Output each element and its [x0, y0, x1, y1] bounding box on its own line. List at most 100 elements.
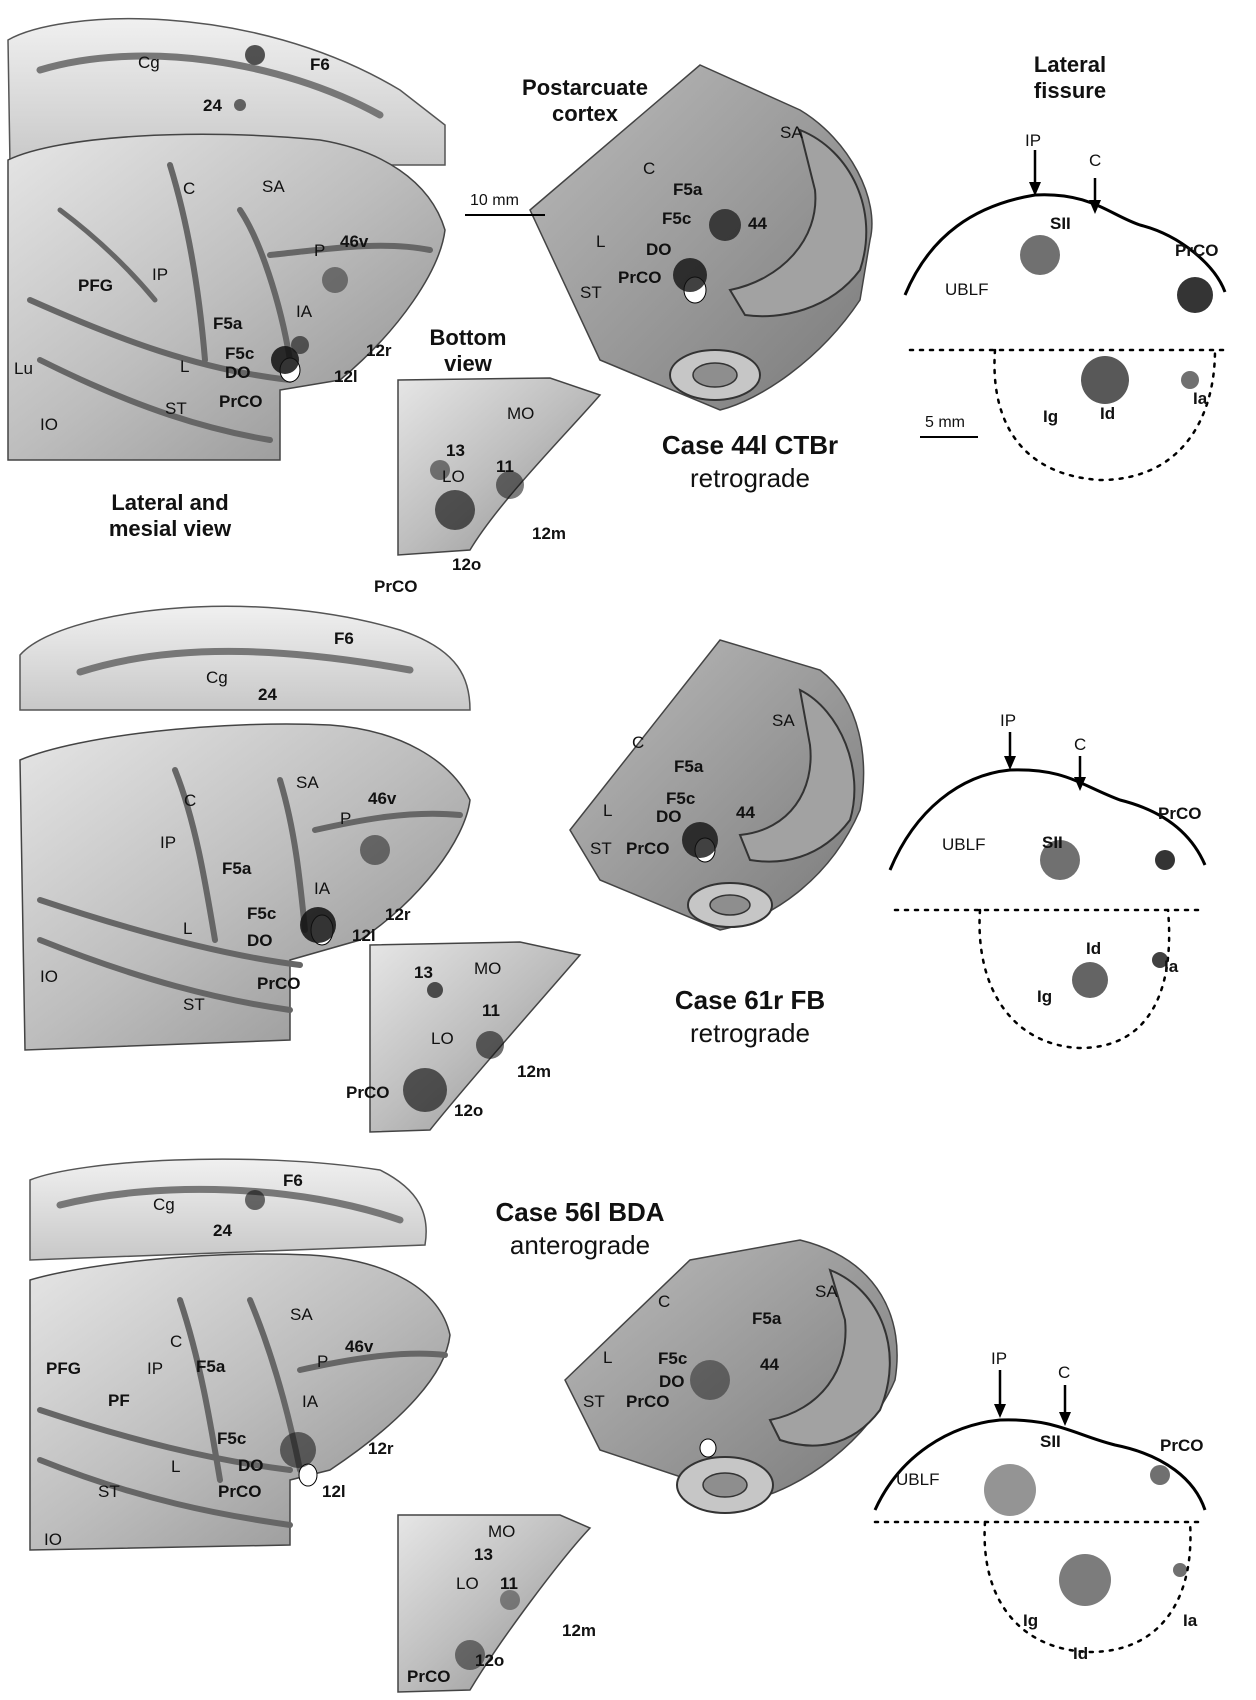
label-ip: IP [1000, 712, 1016, 729]
label-c: C [184, 792, 196, 809]
label-sa: SA [290, 1306, 313, 1323]
label-prco: PrCO [1175, 242, 1218, 259]
label-f5c: F5c [225, 345, 254, 362]
label-c: C [1074, 736, 1086, 753]
label-12l: 12l [352, 927, 376, 944]
label-12m: 12m [517, 1063, 551, 1080]
label-c: C [632, 734, 644, 751]
label-do: DO [646, 241, 672, 258]
label-st: ST [590, 840, 612, 857]
label-11: 11 [496, 458, 514, 475]
label-sa: SA [262, 178, 285, 195]
label-12o: 12o [475, 1652, 504, 1669]
heading-postarcuate: Postarcuate cortex [505, 75, 665, 127]
label-cg: Cg [206, 669, 228, 686]
label-12o: 12o [454, 1102, 483, 1119]
label-46v: 46v [368, 790, 396, 807]
heading-lateral-mesial: Lateral and mesial view [60, 490, 280, 542]
label-st: ST [183, 996, 205, 1013]
label-f5c: F5c [217, 1430, 246, 1447]
label-ip: IP [1025, 132, 1041, 149]
label-f5a: F5a [752, 1310, 781, 1327]
label-p: P [317, 1353, 328, 1370]
label-13: 13 [414, 964, 433, 981]
label-f5c: F5c [658, 1350, 687, 1367]
label-l: L [180, 358, 189, 375]
postarcuate-view-2 [570, 640, 864, 930]
label-lo: LO [456, 1575, 479, 1592]
label-do: DO [225, 364, 251, 381]
label-l: L [603, 1349, 612, 1366]
label-cg: Cg [138, 54, 160, 71]
label-prco: PrCO [618, 269, 661, 286]
label-ia: Ia [1164, 958, 1178, 975]
label-f6: F6 [334, 630, 354, 647]
label-ia: IA [302, 1393, 318, 1410]
label-sii: SII [1050, 215, 1071, 232]
label-46v: 46v [340, 233, 368, 250]
label-l: L [171, 1458, 180, 1475]
label-13: 13 [446, 442, 465, 459]
label-l: L [596, 233, 605, 250]
label-f5a: F5a [674, 758, 703, 775]
case-title-1: Case 44l CTBr [630, 430, 870, 461]
label-dots [682, 822, 718, 858]
label-f5c: F5c [666, 790, 695, 807]
label-l: L [183, 920, 192, 937]
heading-lateral-fissure: Lateral fissure [1015, 52, 1125, 104]
label-st: ST [583, 1393, 605, 1410]
lateral-fissure-map-3 [875, 1370, 1205, 1652]
label-dots [984, 1464, 1187, 1606]
lateral-surface [8, 134, 445, 460]
label-l: L [603, 802, 612, 819]
label-sa: SA [780, 124, 803, 141]
label-ig: Ig [1023, 1612, 1038, 1629]
label-f5a: F5a [673, 181, 702, 198]
label-dots [690, 1360, 730, 1400]
label-ip: IP [152, 266, 168, 283]
label-do: DO [247, 932, 273, 949]
label-ig: Ig [1037, 988, 1052, 1005]
case-title-3: Case 56l BDA [460, 1197, 700, 1228]
case-title-2: Case 61r FB [630, 985, 870, 1016]
label-c: C [1089, 152, 1101, 169]
label-f5a: F5a [222, 860, 251, 877]
label-ip: IP [991, 1350, 1007, 1367]
label-44: 44 [748, 215, 767, 232]
label-lo: LO [442, 468, 465, 485]
panel-case-61r [20, 606, 1205, 1132]
label-24: 24 [203, 97, 222, 114]
label-do: DO [656, 808, 682, 825]
label-f5c: F5c [247, 905, 276, 922]
label-io: IO [44, 1531, 62, 1548]
label-sa: SA [296, 774, 319, 791]
label-prco: PrCO [626, 1393, 669, 1410]
label-46v: 46v [345, 1338, 373, 1355]
label-mo: MO [488, 1523, 515, 1540]
injection-site [700, 1439, 716, 1457]
label-12r: 12r [366, 342, 392, 359]
label-24: 24 [258, 686, 277, 703]
label-id: Id [1100, 405, 1115, 422]
label-p: P [314, 242, 325, 259]
label-prco: PrCO [374, 578, 417, 595]
label-lu: Lu [14, 360, 33, 377]
label-f5a: F5a [213, 315, 242, 332]
label-pfg: PFG [78, 277, 113, 294]
label-dots [1020, 235, 1213, 404]
label-ia: Ia [1193, 390, 1207, 407]
label-11: 11 [482, 1002, 500, 1019]
label-11: 11 [500, 1575, 518, 1592]
label-c: C [183, 180, 195, 197]
label-prco: PrCO [626, 840, 669, 857]
label-ublf: UBLF [942, 836, 985, 853]
label-st: ST [98, 1483, 120, 1500]
scale-label-fissure: 5 mm [925, 414, 965, 432]
scale-label-brain: 10 mm [470, 192, 519, 210]
postarcuate-view-3 [565, 1240, 897, 1513]
label-prco: PrCO [346, 1084, 389, 1101]
label-44: 44 [736, 804, 755, 821]
label-f5c: F5c [662, 210, 691, 227]
label-12r: 12r [385, 906, 411, 923]
label-prco: PrCO [1158, 805, 1201, 822]
